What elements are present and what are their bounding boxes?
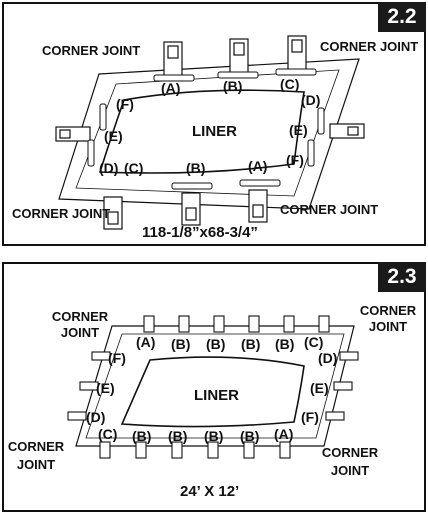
- connector-label-f-right: (F): [301, 409, 319, 425]
- step-number-badge: 2.2: [378, 2, 426, 32]
- step-number-badge: 2.3: [378, 262, 426, 292]
- connector-label-c-top: (C): [280, 76, 300, 92]
- frame-assembly-diagram-2-2: [55, 35, 365, 230]
- corner-joint-label-top-right: CORNER JOINT: [320, 39, 419, 54]
- connector-label-f-left: (F): [116, 96, 134, 112]
- frame-outline: [58, 58, 360, 210]
- connector-label-f-right: (F): [286, 152, 304, 168]
- corner-label-top-left-word2: JOINT: [60, 325, 100, 340]
- connector-label-a-bottom: (A): [248, 158, 268, 174]
- liner-label: LINER: [192, 123, 237, 140]
- connector-label-b-bottom-3: (B): [204, 428, 224, 444]
- connector-label-e-right: (E): [289, 122, 308, 138]
- liner-label: LINER: [194, 387, 239, 404]
- connector-label-d-right: (D): [301, 92, 321, 108]
- liner-outline: [120, 356, 305, 428]
- connector-label-a-bottom: (A): [274, 426, 294, 442]
- connector-label-b-bottom: (B): [186, 160, 206, 176]
- leg-bracket-icon: [67, 315, 359, 459]
- connector-label-b-top-2: (B): [206, 336, 226, 352]
- step-2-2-panel: 2.2: [2, 2, 426, 246]
- connector-label-b-top-4: (B): [275, 336, 295, 352]
- connector-label-e-left: (E): [96, 380, 115, 396]
- frame-assembly-diagram-2-3: [67, 315, 359, 459]
- connector-label-b-top-1: (B): [171, 336, 191, 352]
- frame-outline: [75, 325, 355, 447]
- connector-label-e-left: (E): [104, 128, 123, 144]
- rail-icon: [87, 68, 325, 190]
- connector-label-b-bottom-4: (B): [240, 428, 260, 444]
- connector-label-e-right: (E): [310, 380, 329, 396]
- frame-inner-outline: [85, 333, 345, 439]
- corner-label-top-right-word1: CORNER: [359, 303, 417, 318]
- connector-label-a-top: (A): [161, 80, 181, 96]
- corner-label-top-left-word1: CORNER: [51, 309, 109, 324]
- connector-label-b-top: (B): [223, 78, 243, 94]
- connector-label-b-top-3: (B): [241, 336, 261, 352]
- frame-dimensions: 24’ X 12’: [180, 483, 240, 500]
- liner-outline: [98, 89, 305, 174]
- corner-label-bottom-right-word1: CORNER: [321, 445, 379, 460]
- connector-label-a-top: (A): [136, 334, 156, 350]
- connector-label-c-bottom: (C): [98, 426, 118, 442]
- connector-label-d-left: (D): [99, 160, 119, 176]
- frame-dimensions: 118-1/8”x68-3/4”: [142, 224, 258, 241]
- corner-label-bottom-right-word2: JOINT: [330, 463, 370, 478]
- corner-label-bottom-left-word1: CORNER: [7, 439, 65, 454]
- corner-joint-label-bottom-left: CORNER JOINT: [12, 206, 111, 221]
- connector-label-b-bottom-1: (B): [132, 428, 152, 444]
- corner-label-top-right-word2: JOINT: [368, 319, 408, 334]
- corner-joint-label-top-left: CORNER JOINT: [42, 43, 141, 58]
- connector-label-c-top: (C): [304, 334, 324, 350]
- corner-joint-label-bottom-right: CORNER JOINT: [280, 202, 379, 217]
- connector-label-d-left: (D): [86, 409, 106, 425]
- leg-bracket-icon: [55, 35, 365, 230]
- connector-label-d-right: (D): [318, 350, 338, 366]
- step-2-3-panel: 2.3 CORNER JOINT CORNER JOINT CORNER JOI…: [2, 262, 426, 512]
- connector-label-f-left: (F): [108, 350, 126, 366]
- connector-label-c-bottom: (C): [124, 160, 144, 176]
- connector-label-b-bottom-2: (B): [168, 428, 188, 444]
- corner-label-bottom-left-word2: JOINT: [16, 457, 56, 472]
